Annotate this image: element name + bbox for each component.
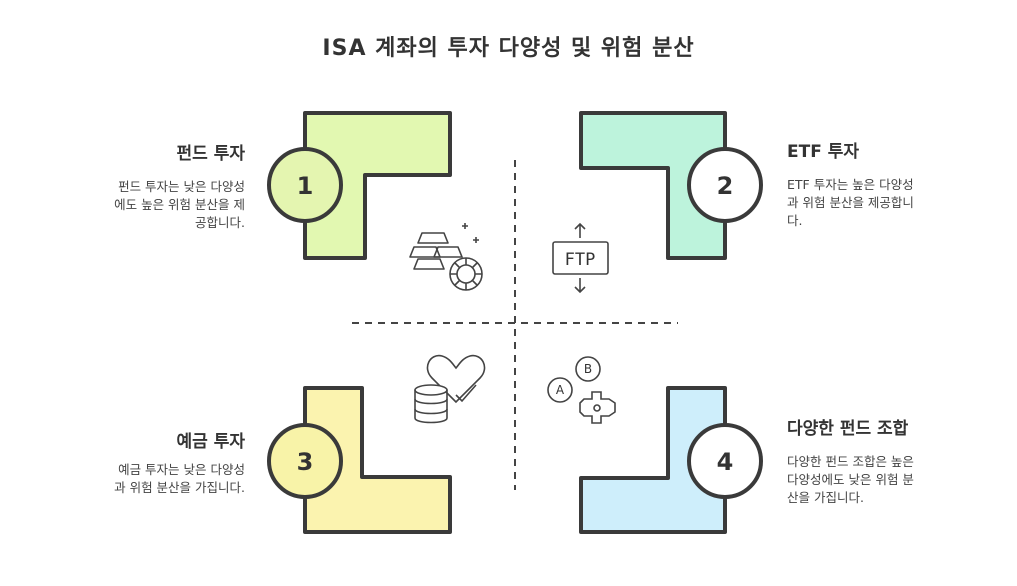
quadrant-2-desc-line: ETF 투자는 높은 다양성 — [787, 177, 914, 192]
button-a-label: A — [556, 383, 565, 397]
quadrant-4-number: 4 — [717, 448, 734, 476]
quadrant-1-desc-line: 공합니다. — [195, 215, 245, 230]
quadrant-2-shape — [579, 111, 727, 260]
quadrant-4-shape — [579, 386, 727, 534]
quadrant-1-desc-line: 펀드 투자는 낮은 다양성 — [118, 179, 245, 194]
quadrant-2-number: 2 — [717, 172, 734, 200]
quadrant-4-desc-line: 다양한 펀드 조합은 높은 — [787, 454, 914, 469]
quadrant-4-desc-line: 산을 가집니다. — [787, 490, 864, 505]
quadrant-3-desc-line: 예금 투자는 낮은 다양성 — [118, 462, 245, 477]
game-controller-icon — [547, 356, 616, 424]
quadrant-3-badge: 3 — [267, 423, 343, 499]
quadrant-1-label: 펀드 투자 — [176, 144, 245, 164]
quadrant-1-shape — [303, 111, 452, 260]
quadrant-4-desc-line: 다양성에도 낮은 위험 분 — [787, 472, 914, 487]
quadrant-3-shape — [303, 386, 452, 534]
quadrant-1-number: 1 — [297, 172, 314, 200]
quadrant-2-label: ETF 투자 — [787, 142, 860, 162]
ftp-label: FTP — [565, 250, 596, 270]
quadrant-3-label: 예금 투자 — [176, 432, 245, 452]
quadrant-4-description: 다양한 펀드 조합은 높은 다양성에도 낮은 위험 분 산을 가집니다. — [787, 453, 914, 507]
quadrant-2-description: ETF 투자는 높은 다양성 과 위험 분산을 제공합니 다. — [787, 176, 914, 230]
quadrant-1-description: 펀드 투자는 낮은 다양성 에도 높은 위험 분산을 제 공합니다. — [114, 178, 245, 232]
gold-bars-and-coin-icon — [409, 223, 483, 291]
heart-and-database-icon — [414, 354, 486, 424]
button-b-label: B — [584, 362, 592, 376]
ftp-transfer-icon — [552, 222, 609, 294]
quadrant-3-number: 3 — [297, 448, 314, 476]
quadrant-2-desc-line: 다. — [787, 213, 803, 228]
page-title: ISA 계좌의 투자 다양성 및 위험 분산 — [322, 36, 695, 61]
quadrant-1-desc-line: 에도 높은 위험 분산을 제 — [114, 197, 245, 212]
quadrant-4-label: 다양한 펀드 조합 — [787, 419, 909, 439]
quadrant-1-badge: 1 — [267, 147, 343, 223]
quadrant-3-description: 예금 투자는 낮은 다양성 과 위험 분산을 가집니다. — [114, 461, 245, 497]
quadrant-2-desc-line: 과 위험 분산을 제공합니 — [787, 195, 914, 210]
quadrant-3-desc-line: 과 위험 분산을 가집니다. — [114, 480, 245, 495]
quadrant-2-badge: 2 — [687, 147, 763, 223]
quadrant-4-badge: 4 — [687, 423, 763, 499]
